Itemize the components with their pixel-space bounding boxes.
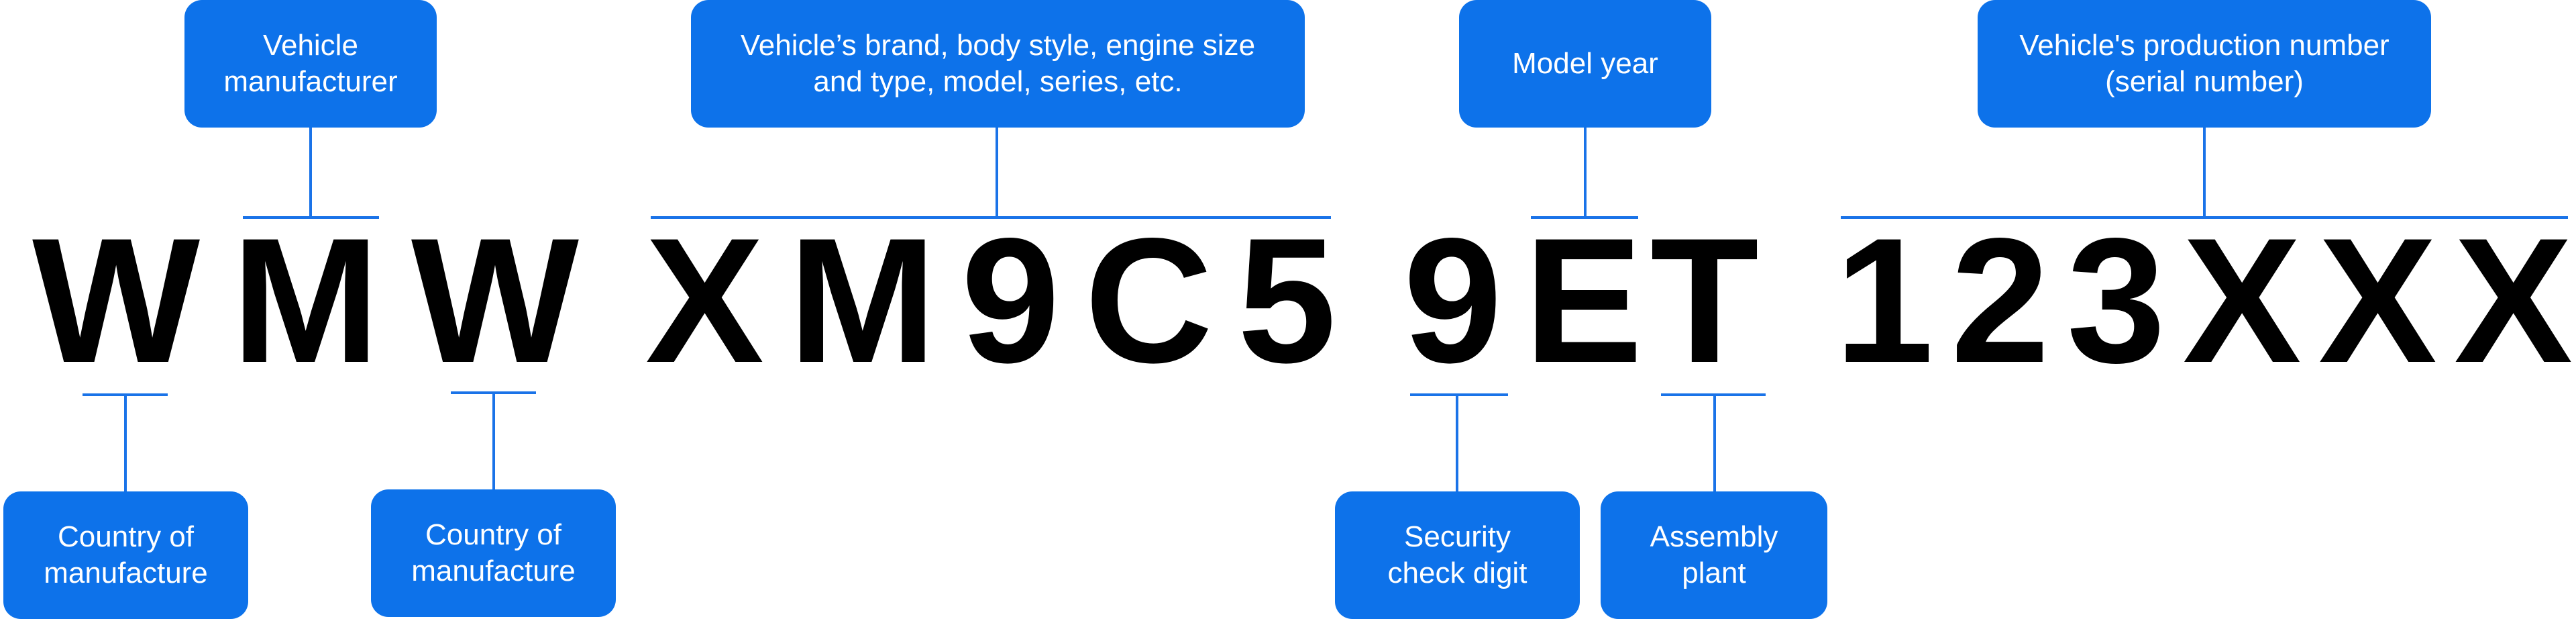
- connector-bar-production: [1841, 216, 2568, 219]
- connector-bar-check-digit: [1410, 393, 1508, 396]
- vin-char-serial-6: X: [2454, 201, 2573, 400]
- vin-char-serial-4: X: [2182, 201, 2302, 400]
- label-model-year: Model year: [1459, 0, 1711, 128]
- vin-serial-segment: 1 2 3 X X X: [1835, 201, 2573, 400]
- connector-stem-model-year: [1584, 128, 1587, 218]
- label-vehicle-descriptor: Vehicle’s brand, body style, engine size…: [691, 0, 1305, 128]
- connector-stem-descriptor: [996, 128, 998, 218]
- vin-char-plant: T: [1650, 201, 1759, 400]
- connector-bar-descriptor: [651, 216, 1331, 219]
- label-country-of-manufacture-1: Country of manufacture: [3, 491, 248, 619]
- vin-char-vds-5: 5: [1237, 201, 1336, 400]
- vin-char-wmi-3: W: [411, 201, 579, 400]
- vin-char-serial-1: 1: [1835, 201, 1934, 400]
- vin-char-vds-4: C: [1084, 201, 1214, 400]
- vin-char-wmi-2: M: [231, 201, 380, 400]
- label-security-check-digit: Security check digit: [1335, 491, 1580, 619]
- label-assembly-plant: Assembly plant: [1601, 491, 1827, 619]
- vin-char-serial-2: 2: [1950, 201, 2050, 400]
- vin-model-year-char: E: [1524, 201, 1645, 400]
- vin-char-wmi-1: W: [32, 201, 201, 400]
- label-country-of-manufacture-2: Country of manufacture: [371, 489, 616, 617]
- connector-stem-check-digit: [1456, 393, 1458, 493]
- connector-stem-production: [2203, 128, 2206, 218]
- vin-check-digit: 9: [1403, 201, 1511, 400]
- connector-stem-country-1: [124, 393, 127, 493]
- vin-char-model-year: E: [1524, 201, 1643, 400]
- label-production-number: Vehicle's production number (serial numb…: [1978, 0, 2431, 128]
- vin-char-serial-3: 3: [2066, 201, 2166, 400]
- vin-char-vds-2: M: [788, 201, 937, 400]
- label-vehicle-manufacturer: Vehicle manufacturer: [184, 0, 437, 128]
- connector-stem-manufacturer: [309, 128, 312, 218]
- vin-wmi-segment: W M W: [32, 201, 579, 400]
- vin-char-check-digit: 9: [1403, 201, 1503, 400]
- vin-char-vds-3: 9: [961, 201, 1061, 400]
- connector-stem-plant: [1713, 393, 1716, 493]
- connector-bar-manufacturer: [243, 216, 379, 219]
- connector-bar-model-year: [1531, 216, 1638, 219]
- vin-plant-char: T: [1650, 201, 1768, 400]
- vin-char-serial-5: X: [2318, 201, 2437, 400]
- vin-char-vds-1: X: [645, 201, 764, 400]
- connector-stem-country-2: [492, 391, 495, 491]
- vin-vds-segment: X M 9 C 5: [645, 201, 1336, 400]
